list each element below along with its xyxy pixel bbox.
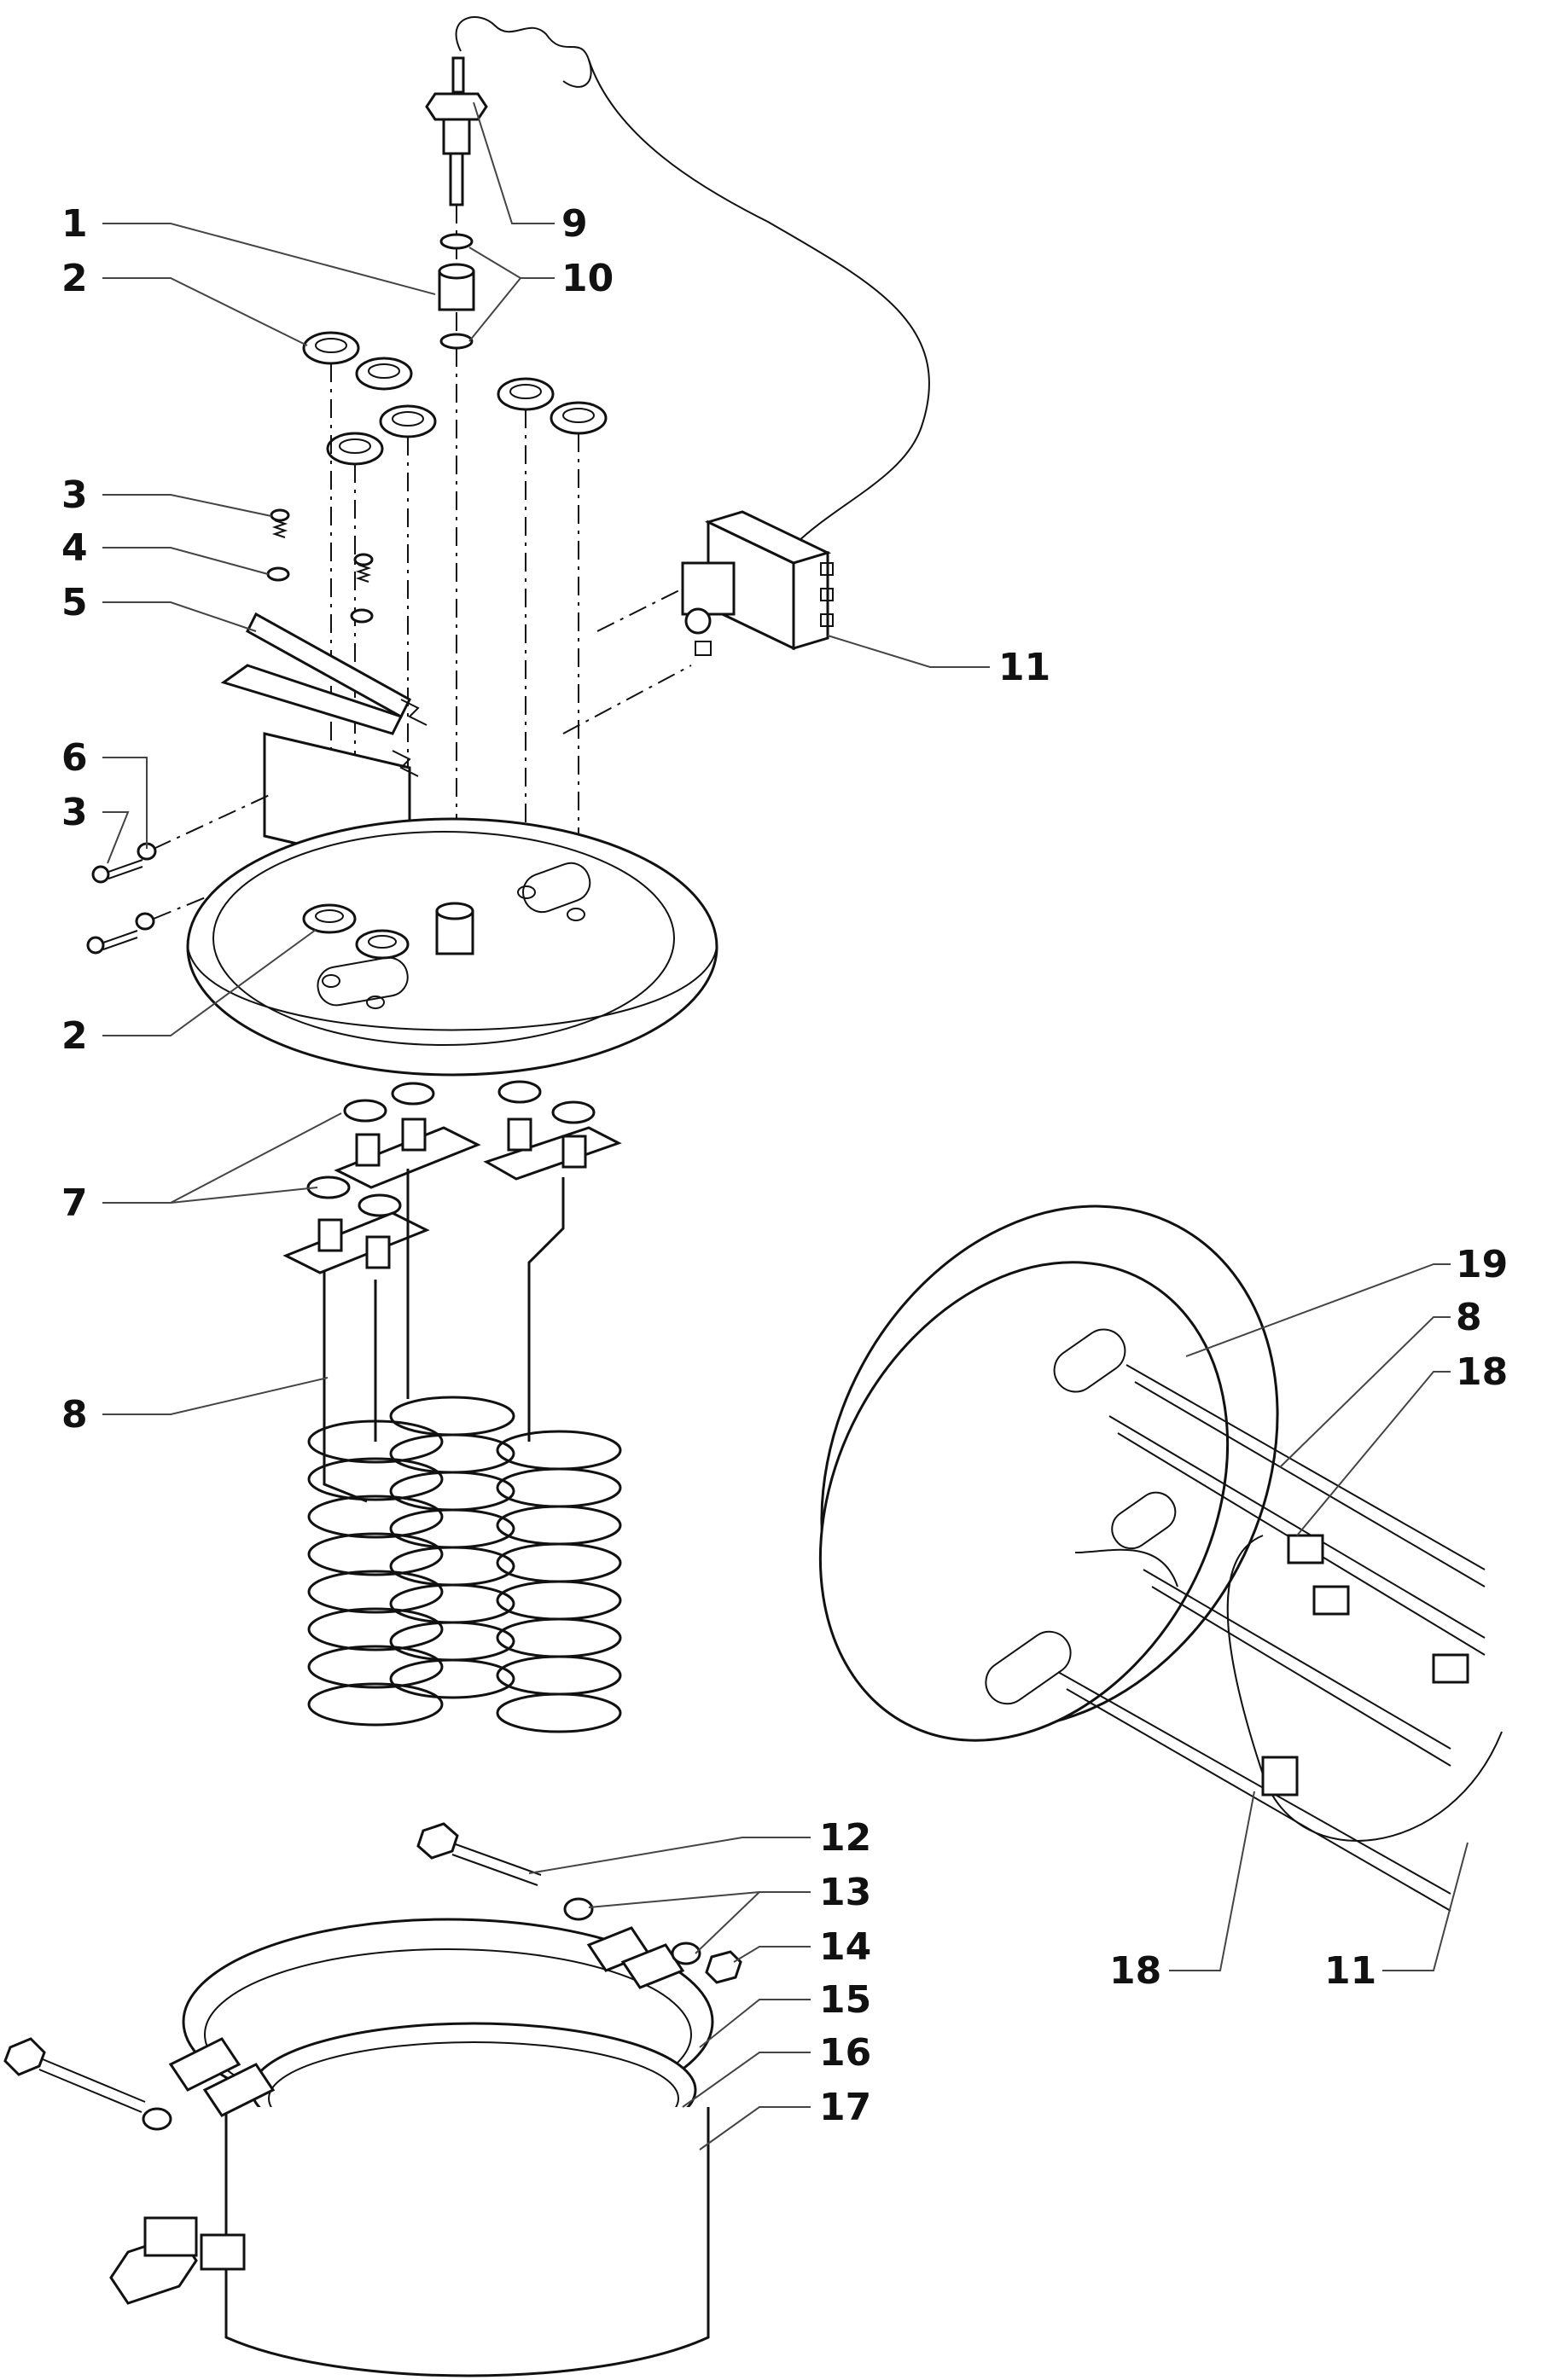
heating-element-terminals — [282, 1117, 622, 1274]
coil-turn-1-7 — [307, 1645, 444, 1689]
coil-turn-1-8 — [307, 1682, 444, 1727]
callout-17: 17 — [819, 2086, 871, 2129]
callout-3: 3 — [61, 473, 88, 517]
callout-2-plate: 2 — [61, 1014, 88, 1058]
callout-19: 19 — [1456, 1243, 1508, 1286]
callout-12: 12 — [819, 1816, 871, 1860]
coil-turn-2-8 — [389, 1658, 515, 1699]
callout-5: 5 — [61, 581, 88, 624]
o-rings-7 — [306, 1080, 596, 1217]
coil-turn-3-8 — [496, 1692, 622, 1733]
coil-turn-1-4 — [307, 1532, 444, 1576]
heating-element-coils — [307, 1396, 622, 1733]
callout-16: 16 — [819, 2031, 871, 2075]
callout-4: 4 — [61, 526, 88, 570]
callout-18: 18 — [1456, 1350, 1508, 1394]
temperature-probe — [425, 16, 930, 547]
coil-turn-1-6 — [307, 1607, 444, 1651]
callout-1: 1 — [61, 202, 88, 246]
grommets-2 — [302, 331, 608, 466]
coil-turn-1-3 — [307, 1495, 444, 1539]
callout-2: 2 — [61, 257, 88, 300]
callout-15: 15 — [819, 1978, 871, 2022]
callout-7: 7 — [61, 1181, 88, 1225]
callout-labels: 1 2 3 4 5 6 3 2 7 8 9 10 11 19 8 18 18 1… — [61, 202, 1508, 2129]
callout-3-side: 3 — [61, 791, 88, 834]
coil-stems — [323, 1169, 565, 1503]
callout-8-detail: 8 — [1456, 1296, 1482, 1339]
washers-10 — [439, 233, 474, 350]
callout-14: 14 — [819, 1925, 871, 1969]
side-screws — [86, 792, 274, 955]
leader-lines — [102, 102, 1469, 2151]
callout-11: 11 — [998, 646, 1050, 689]
callout-8: 8 — [61, 1393, 88, 1437]
screws-and-washers — [266, 508, 374, 624]
coil-turn-1-2 — [307, 1457, 444, 1501]
callout-13: 13 — [819, 1871, 871, 1914]
clamp-ring — [168, 1918, 714, 2377]
clamp-bolts — [3, 1822, 742, 2305]
callout-11-detail: 11 — [1324, 1949, 1376, 1993]
callout-9: 9 — [561, 202, 588, 246]
callout-10: 10 — [561, 257, 614, 300]
callout-18-lower: 18 — [1109, 1949, 1161, 1993]
sleeve-1 — [438, 263, 475, 311]
flange-detail — [818, 1205, 1503, 1912]
callout-6: 6 — [61, 736, 88, 780]
head-plate — [186, 817, 718, 1077]
relay-switch — [681, 510, 834, 656]
coil-turn-1-5 — [307, 1570, 444, 1614]
